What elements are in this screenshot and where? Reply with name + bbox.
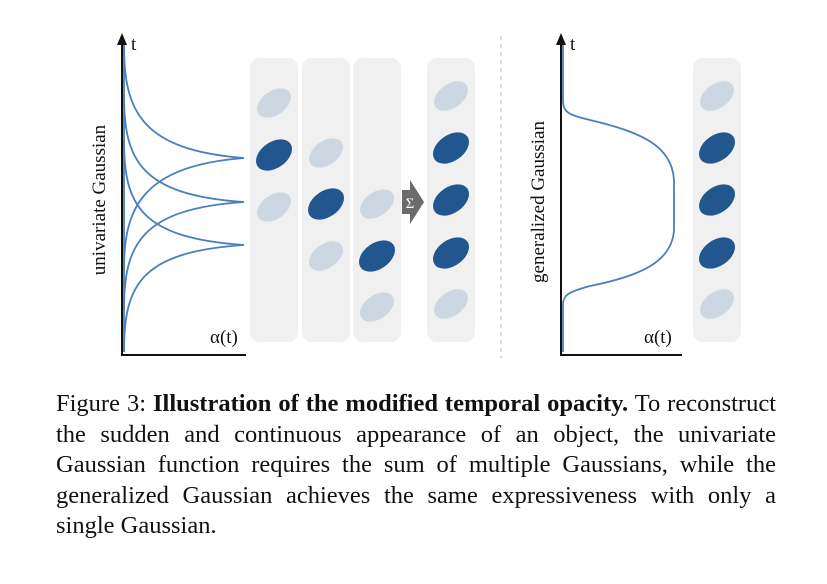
gaussian-ellipse (359, 189, 395, 219)
right-t-label: t (570, 34, 576, 55)
caption-lead: Figure 3: (56, 390, 153, 417)
temporal-opacity-figure: t α(t) univariate Gaussian Σ (89, 33, 741, 358)
sum-ellipse (432, 132, 470, 164)
generalized-ellipse (699, 81, 735, 111)
figure-caption: Figure 3: Illustration of the modified t… (56, 389, 776, 542)
gaussian-curve-1 (123, 44, 245, 271)
gaussian-ellipse (359, 292, 395, 322)
univariate-panel: t α(t) univariate Gaussian Σ (89, 33, 475, 356)
right-alpha-label: α(t) (644, 327, 672, 348)
right-t-axis-arrow (556, 33, 566, 45)
sum-ellipse (433, 289, 469, 319)
left-alpha-label: α(t) (210, 327, 238, 348)
sum-symbol: Σ (406, 196, 415, 212)
sum-ellipse (433, 81, 469, 111)
sum-arrow-icon: Σ (402, 180, 424, 224)
gaussian-ellipse (358, 240, 396, 272)
generalized-ellipse (698, 184, 736, 216)
caption-body: To reconstruct the sudden and continuous… (56, 390, 777, 539)
gaussian-ellipse (256, 88, 292, 118)
gaussian-ellipse (308, 241, 344, 271)
generalized-ellipse (698, 132, 736, 164)
gaussian-curve-2 (123, 94, 245, 311)
gaussian-ellipse (308, 138, 344, 168)
generalized-gaussian-curve (562, 45, 675, 352)
gaussian-ellipse (256, 192, 292, 222)
sum-ellipse (432, 184, 470, 216)
right-y-label: generalized Gaussian (528, 121, 549, 283)
left-t-label: t (131, 34, 137, 55)
sum-ellipse (432, 237, 470, 269)
gaussian-ellipse (307, 188, 345, 220)
generalized-panel: t α(t) generalized Gaussian (528, 33, 741, 356)
gaussian-curve-3 (123, 139, 245, 353)
caption-title: Illustration of the modified temporal op… (152, 390, 629, 417)
generalized-ellipse (699, 289, 735, 319)
gaussian-ellipse (255, 139, 293, 171)
left-t-axis-arrow (117, 33, 127, 45)
generalized-ellipse (698, 237, 736, 269)
left-y-label: univariate Gaussian (89, 124, 110, 275)
